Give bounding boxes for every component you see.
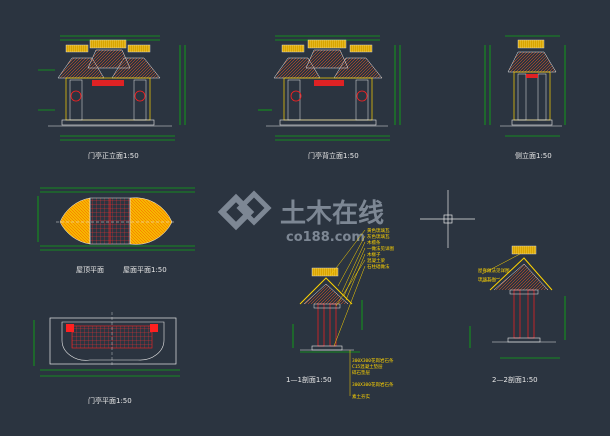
crosshair-cursor-icon xyxy=(420,190,475,248)
section-1-callouts: 黄色琉璃瓦 灰色琉璃瓦 木檩条 一做法见详图 木椽子 混凝土梁 石柱础做法 30… xyxy=(352,227,394,400)
callout-label: 石柱础做法 xyxy=(367,263,390,270)
callout-label: 灰色琉璃瓦 xyxy=(367,233,390,240)
section-2-callouts: 屋脊做法见详图 琉璃瓦当 xyxy=(478,267,510,283)
section-2-label: 2—2剖面1:50 xyxy=(492,375,538,384)
callout-label: 琉璃瓦当 xyxy=(478,276,496,283)
watermark: 土木在线 co188.com xyxy=(217,190,384,245)
callout-label: C15混凝土垫层 xyxy=(352,363,383,370)
front-elevation-label: 门亭正立面1:50 xyxy=(88,151,139,160)
co188-logo-icon xyxy=(217,190,272,231)
callout-label: 300X300花岗岩石条 xyxy=(352,381,394,388)
callout-label: 混凝土梁 xyxy=(367,257,385,264)
roof-plan-drawing xyxy=(37,187,195,251)
callout-label: 素土夯实 xyxy=(352,393,370,400)
section-2-drawing xyxy=(469,245,566,359)
callout-label: 碎石垫层 xyxy=(352,369,370,376)
callout-label: 木椽子 xyxy=(367,251,381,258)
callout-label: 黄色琉璃瓦 xyxy=(367,227,390,234)
section-1-label: 1—1剖面1:50 xyxy=(286,375,332,384)
roof-plan-left-label: 屋顶平面 xyxy=(76,266,104,274)
callout-label: 一做法见详图 xyxy=(367,245,394,252)
callout-label: 木檩条 xyxy=(367,239,381,246)
callout-label: 300X300花岗岩石条 xyxy=(352,357,394,364)
back-elevation-drawing xyxy=(258,35,401,141)
watermark-brand-cn: 土木在线 xyxy=(280,199,384,229)
back-elevation-label: 门亭背立面1:50 xyxy=(308,151,359,160)
roof-plan-right-label: 屋面平面1:50 xyxy=(123,266,167,274)
watermark-brand-url: co188.com xyxy=(286,230,365,245)
front-elevation-drawing xyxy=(38,35,186,141)
section-1-drawing xyxy=(292,229,366,396)
side-elevation-label: 侧立面1:50 xyxy=(515,151,552,160)
floor-plan-label: 门亭平面1:50 xyxy=(88,396,132,405)
callout-label: 屋脊做法见详图 xyxy=(478,267,510,274)
floor-plan-drawing xyxy=(33,312,180,377)
side-elevation-drawing xyxy=(484,35,566,137)
